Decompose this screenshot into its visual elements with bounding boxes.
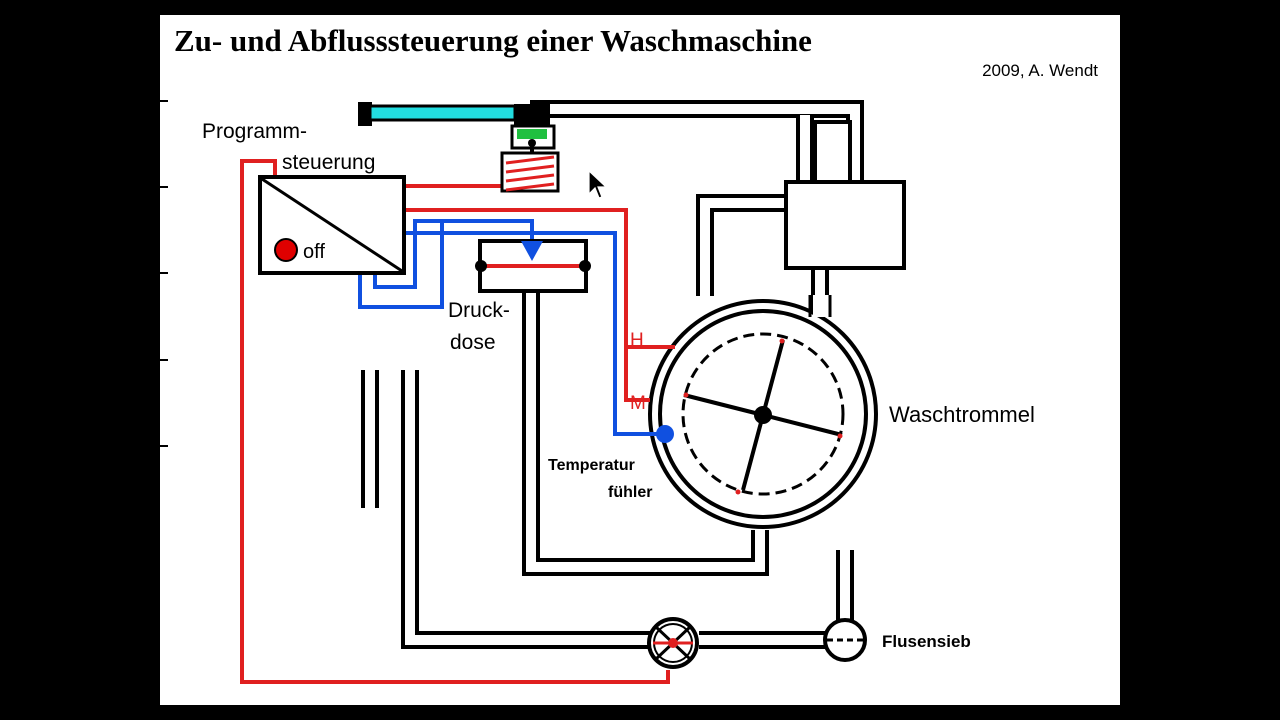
waschtrommel-label: Waschtrommel [889, 402, 1035, 427]
drum-axle [754, 406, 772, 424]
programm-label-line2: steuerung [282, 151, 375, 174]
detergent-compartment [784, 120, 906, 270]
valve-indicator [517, 129, 547, 139]
level-mid-label: M [630, 393, 646, 414]
pressure-switch [475, 239, 591, 293]
level-high-label: H [630, 330, 644, 351]
diagram-slide: Zu- und Abflusssteuerung einer Waschmasc… [160, 15, 1120, 705]
temperature-label-line2: fühler [608, 484, 652, 501]
sensor-wires-blue [358, 219, 666, 436]
drum-housing [648, 299, 878, 529]
diagram-title: Zu- und Abflusssteuerung einer Waschmasc… [174, 23, 812, 58]
control-wires-red [240, 159, 675, 684]
druckdose-label-line1: Druck- [448, 299, 510, 322]
program-control-unit: off [258, 175, 406, 275]
flusensieb-label: Flusensieb [882, 632, 971, 651]
off-label: off [303, 241, 325, 263]
off-lamp [274, 238, 298, 262]
pressure-arrow-icon [521, 241, 543, 261]
druckdose-label-line2: dose [450, 331, 496, 354]
edge-ticks [160, 100, 168, 447]
valve-plunger [368, 104, 517, 122]
credit-text: 2009, A. Wendt [982, 61, 1098, 80]
cursor-icon [588, 170, 608, 199]
drain-pump [647, 617, 699, 669]
temperature-label-line1: Temperatur [548, 457, 635, 474]
inlet-valve [358, 102, 556, 153]
temperature-sensor [656, 425, 674, 443]
washing-machine-diagram: Zu- und Abflusssteuerung einer Waschmasc… [160, 23, 1098, 684]
solenoid-coil [500, 151, 560, 193]
lint-filter [823, 618, 867, 662]
programm-label-line1: Programm- [202, 120, 307, 143]
